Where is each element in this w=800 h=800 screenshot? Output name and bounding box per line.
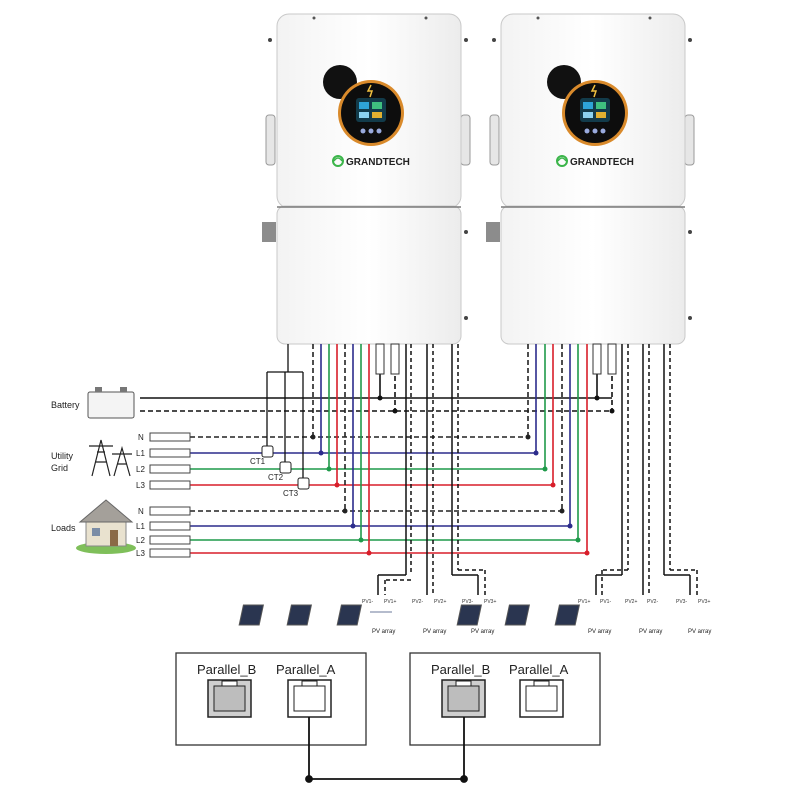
pv2-plus-label: PV2+ xyxy=(625,599,637,605)
inverter-unit-2: GRANDTECH xyxy=(486,13,695,345)
grid-l2-label: L2 xyxy=(136,465,145,474)
load-n-label: N xyxy=(138,507,144,516)
parallel-box-2: Parallel_B Parallel_A xyxy=(409,652,601,746)
pv-array-label: PV array xyxy=(588,629,611,635)
pv2-minus-label: PV2- xyxy=(647,599,658,605)
loads-source: Loads xyxy=(51,499,136,554)
pv3-plus-label: PV3+ xyxy=(698,599,710,605)
pv3-minus-label: PV3- xyxy=(462,599,473,605)
battery-label: Battery xyxy=(51,400,80,410)
pv2-minus-label: PV2- xyxy=(412,599,423,605)
ct-label-3: CT3 xyxy=(283,489,299,498)
load-terminals: N L1 L2 L3 xyxy=(136,506,191,558)
brand-label: GRANDTECH xyxy=(346,157,410,168)
parallel-a-label: Parallel_A xyxy=(509,662,569,677)
inverter-display-icon xyxy=(323,65,404,146)
pv1-plus-label: PV1+ xyxy=(384,599,396,605)
rj45-port-icon[interactable] xyxy=(441,679,486,718)
ct-label-2: CT2 xyxy=(268,473,284,482)
ct-clamps: CT1 CT2 CT3 xyxy=(250,445,310,498)
ct-wires xyxy=(266,344,304,480)
battery-breakers xyxy=(375,343,617,414)
rj45-port-icon[interactable] xyxy=(207,679,252,718)
pv-array-label: PV array xyxy=(372,629,395,635)
pv-array-label: PV array xyxy=(639,629,662,635)
ct-label-1: CT1 xyxy=(250,457,266,466)
rj45-port-icon[interactable] xyxy=(519,679,564,718)
pv-array-group-inverter-2: PV1+ PV1- PV2+ PV2- PV3- PV3+ PV array P… xyxy=(456,599,711,635)
grandtech-logo-icon xyxy=(556,155,568,167)
parallel-a-label: Parallel_A xyxy=(276,662,336,677)
solar-panel-icon xyxy=(286,604,313,626)
utility-grid-source: Utility Grid xyxy=(51,439,132,477)
pv-array-label: PV array xyxy=(423,629,446,635)
pv-array-label: PV array xyxy=(688,629,711,635)
inverter-display-icon xyxy=(547,65,628,146)
solar-panel-icon xyxy=(238,604,392,626)
grid-n-label: N xyxy=(138,433,144,442)
parallel-box-1: Parallel_B Parallel_A xyxy=(175,652,367,746)
pv1-minus-label: PV1- xyxy=(600,599,611,605)
pv-array-label: PV array xyxy=(471,629,494,635)
solar-panel-icon xyxy=(504,604,531,626)
parallel-b-label: Parallel_B xyxy=(431,662,490,677)
house-icon xyxy=(76,499,136,554)
parallel-b-label: Parallel_B xyxy=(197,662,256,677)
brand-label: GRANDTECH xyxy=(570,157,634,168)
load-junctions xyxy=(342,508,590,556)
grandtech-logo-icon xyxy=(332,155,344,167)
grid-l1-label: L1 xyxy=(136,449,145,458)
grid-terminals: N L1 L2 L3 xyxy=(136,432,191,490)
loads-label: Loads xyxy=(51,523,76,533)
pv3-minus-label: PV3- xyxy=(676,599,687,605)
load-l2-label: L2 xyxy=(136,536,145,545)
grid-wires xyxy=(190,344,554,486)
grid-junctions xyxy=(310,434,556,488)
solar-panel-icon xyxy=(336,604,363,626)
battery-source: Battery xyxy=(51,387,135,419)
grid-l3-label: L3 xyxy=(136,481,145,490)
rj45-port-icon[interactable] xyxy=(287,679,332,718)
solar-panel-icon xyxy=(456,604,483,626)
pylon-icon xyxy=(89,439,132,477)
load-l3-label: L3 xyxy=(136,549,145,558)
battery-icon xyxy=(87,387,135,419)
pv3-plus-label: PV3+ xyxy=(484,599,496,605)
solar-panel-icon xyxy=(554,604,581,626)
grid-label: Grid xyxy=(51,463,68,473)
pv2-plus-label: PV2+ xyxy=(434,599,446,605)
inverter-unit-1: GRANDTECH xyxy=(262,13,471,345)
pv1-minus-label: PV1- xyxy=(362,599,373,605)
load-l1-label: L1 xyxy=(136,522,145,531)
pv-array-group-inverter-1: PV1- PV1+ PV2- PV2+ PV3- PV3+ PV array P… xyxy=(238,599,496,635)
parallel-cable xyxy=(305,717,468,783)
pv1-plus-label: PV1+ xyxy=(578,599,590,605)
load-wires xyxy=(190,344,588,554)
pv-wires xyxy=(377,344,698,595)
utility-label: Utility xyxy=(51,451,73,461)
